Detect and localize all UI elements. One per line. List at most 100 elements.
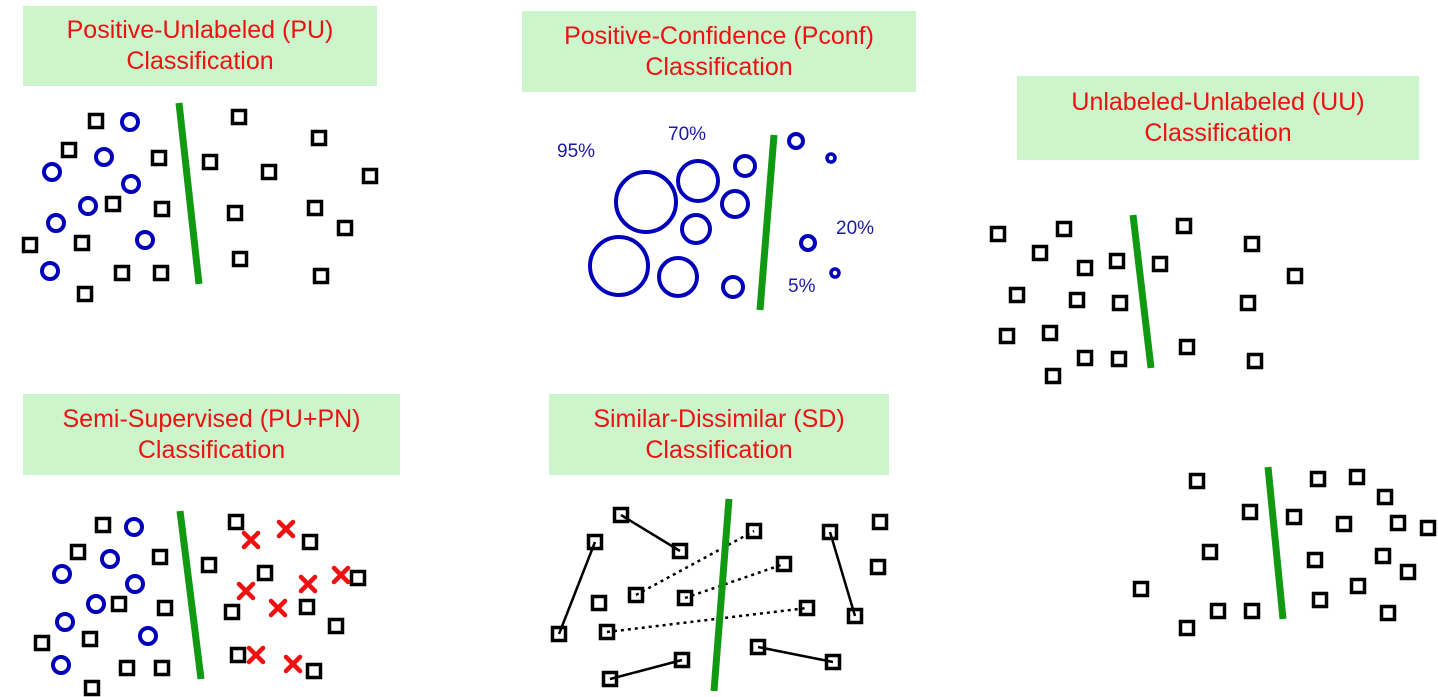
unlabeled-square-icon [1201,543,1219,561]
uu-title-line2: Classification [1144,119,1292,147]
unlabeled-square-icon [229,646,247,664]
unlabeled-square-icon [1031,244,1049,262]
positive-circle-icon [46,213,66,233]
unlabeled-square-icon [673,651,691,669]
positive-circle-icon [125,574,145,594]
unlabeled-square-icon [256,564,274,582]
unlabeled-square-icon [989,225,1007,243]
unlabeled-square-icon [150,149,168,167]
confidence-label-5: 5% [788,276,816,297]
negative-cross-icon [331,565,351,585]
positive-circle-icon [825,152,837,164]
unlabeled-square-icon [226,204,244,222]
unlabeled-square-icon [1379,604,1397,622]
unlabeled-square-icon [305,662,323,680]
ssl-title-box: Semi-Supervised (PU+PN) Classification [23,394,400,475]
unlabeled-square-icon [201,153,219,171]
points-layer [21,108,1437,697]
unlabeled-square-icon [586,533,604,551]
positive-circle-icon [52,564,72,584]
unlabeled-square-icon [1306,551,1324,569]
unlabeled-square-icon [349,569,367,587]
unlabeled-square-icon [1178,338,1196,356]
positive-circle-icon [138,626,158,646]
positive-circle-icon [86,594,106,614]
pu-decision-boundary [175,102,203,285]
negative-cross-icon [276,519,296,539]
positive-circle-icon [121,174,141,194]
unlabeled-square-icon [1110,350,1128,368]
unlabeled-square-icon [1175,217,1193,235]
unlabeled-square-icon [153,200,171,218]
unlabeled-square-icon [306,199,324,217]
similar-pair-link [557,541,597,635]
similar-pair-link [757,645,834,664]
pconf-title-box: Positive-Confidence (Pconf) Classificati… [522,11,916,92]
similar-pair-link [609,658,683,681]
pu-title-line1: Positive-Unlabeled (PU) [66,16,334,44]
unlabeled-square-icon [33,634,51,652]
unlabeled-square-icon [110,595,128,613]
unlabeled-square-icon [1076,259,1094,277]
unlabeled-square-icon [1178,619,1196,637]
confidence-label-70: 70% [668,124,706,145]
cross-stroke [268,598,288,618]
positive-circle-icon [124,517,144,537]
unlabeled-square-icon [590,594,608,612]
unlabeled-square-icon [60,141,78,159]
uu2-decision-boundary [1264,466,1287,620]
unlabeled-square-icon [1108,252,1126,270]
ssl-title-line2: Classification [137,435,286,464]
unlabeled-square-icon [87,112,105,130]
negative-cross-icon [268,598,288,618]
unlabeled-square-icon [227,513,245,531]
positive-circle-icon [829,267,841,279]
unlabeled-square-icon [152,264,170,282]
positive-circle-icon [78,196,98,216]
positive-circle-icon [40,261,60,281]
pu-title-box: Positive-Unlabeled (PU) Classification [23,6,377,86]
unlabeled-square-icon [260,163,278,181]
unlabeled-square-icon [301,533,319,551]
unlabeled-square-icon [824,653,842,671]
positive-circle-icon [787,132,805,150]
unlabeled-square-icon [223,603,241,621]
unlabeled-square-icon [1419,519,1437,537]
unlabeled-square-icon [104,195,122,213]
sd-decision-boundary [710,498,733,692]
unlabeled-square-icon [1243,235,1261,253]
cross-stroke [276,519,296,539]
pconf-title-line1: Positive-Confidence (Pconf) [564,21,874,50]
dissimilar-pair-link [635,529,755,597]
unlabeled-square-icon [1389,514,1407,532]
unlabeled-square-icon [749,638,767,656]
cross-stroke [283,654,303,674]
negative-cross-icon [246,645,266,665]
positive-circle-icon [135,230,155,250]
unlabeled-square-icon [156,599,174,617]
unlabeled-square-icon [94,516,112,534]
unlabeled-square-icon [1044,367,1062,385]
unlabeled-square-icon [775,555,793,573]
ssl-decision-boundary [176,510,205,680]
unlabeled-square-icon [361,167,379,185]
unlabeled-square-icon [1311,591,1329,609]
cross-stroke [246,645,266,665]
unlabeled-square-icon [1076,349,1094,367]
positive-circle-icon [42,162,62,182]
unlabeled-square-icon [598,623,616,641]
unlabeled-square-icon [153,659,171,677]
cross-stroke [298,574,318,594]
unlabeled-square-icon [745,522,763,540]
unlabeled-square-icon [1132,580,1150,598]
unlabeled-square-icon [1399,563,1417,581]
unlabeled-square-icon [21,236,39,254]
confidence-label-20: 20% [836,218,874,239]
sd-title-line1: Similar-Dissimilar (SD) [593,404,845,433]
positive-circle-icon [676,159,720,203]
unlabeled-square-icon [1285,508,1303,526]
unlabeled-square-icon [798,599,816,617]
unlabeled-square-icon [550,625,568,643]
unlabeled-square-icon [1008,286,1026,304]
